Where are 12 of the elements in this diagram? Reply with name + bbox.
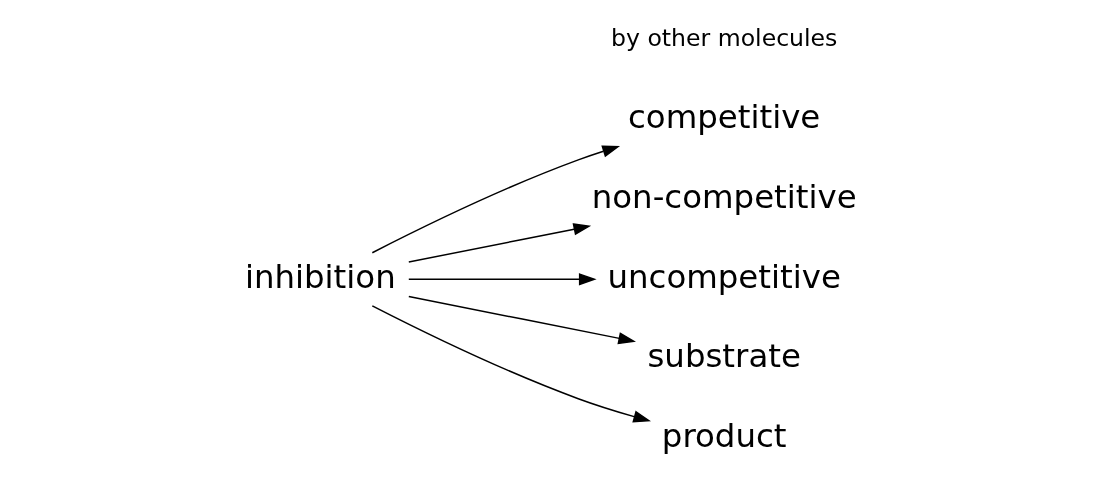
node-text: product (661, 416, 787, 455)
node-text: inhibition (244, 257, 396, 296)
node-text: substrate (647, 337, 801, 376)
arrow (408, 273, 597, 286)
arrow (371, 145, 621, 254)
label: by other molecules (610, 24, 838, 53)
arrow (408, 223, 592, 263)
node-text: non-competitive (591, 177, 857, 216)
node-text: competitive (628, 98, 821, 137)
arrow (408, 295, 636, 345)
arrow (371, 305, 651, 423)
node-text: uncompetitive (607, 257, 841, 296)
